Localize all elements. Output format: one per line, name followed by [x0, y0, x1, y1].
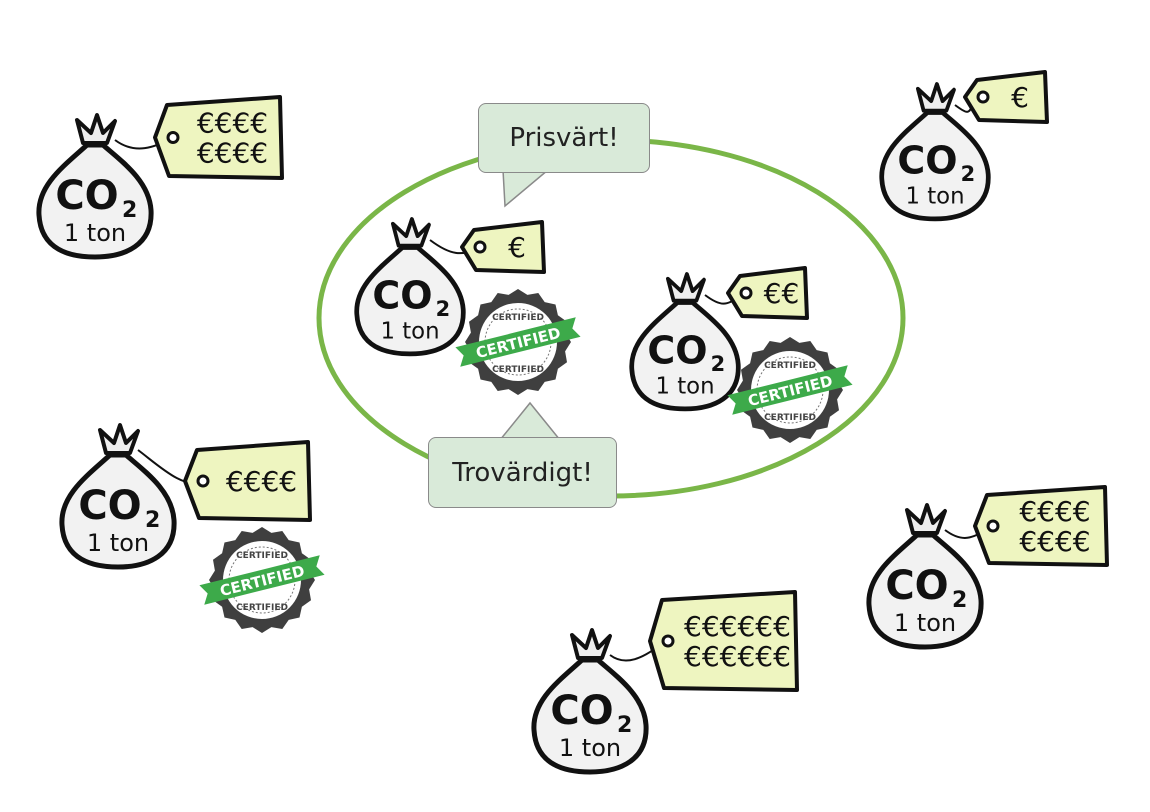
price-text: € — [1011, 81, 1029, 114]
tag-hole — [196, 474, 210, 488]
price-tag — [726, 266, 809, 320]
price-text: € — [508, 231, 526, 264]
price-text: €€€€ — [197, 137, 268, 170]
price-tag — [973, 485, 1109, 567]
bag-subscript: 2 — [961, 162, 976, 186]
price-text: €€€€ — [1019, 495, 1090, 528]
bag-knot — [570, 628, 612, 660]
speech-bubble-trustworthy: Trovärdigt! — [428, 437, 617, 508]
bubble-bottom-tail — [498, 401, 562, 441]
bag-molecule: CO — [78, 483, 141, 529]
price-text: €€ — [764, 277, 800, 310]
bubble-text: Trovärdigt! — [452, 457, 593, 488]
svg-text:CERTIFIED: CERTIFIED — [492, 313, 544, 323]
price-tag — [963, 70, 1049, 124]
tag-hole — [976, 90, 990, 104]
tag-hole — [166, 131, 180, 144]
speech-bubble-affordable: Prisvärt! — [478, 103, 650, 173]
bag-amount: 1 ton — [905, 184, 964, 210]
svg-text:CERTIFIED: CERTIFIED — [236, 551, 288, 561]
bag-molecule: CO — [897, 138, 957, 182]
svg-text:CERTIFIED: CERTIFIED — [492, 365, 544, 375]
price-text: €€€€ — [1019, 525, 1090, 558]
bag-knot — [915, 82, 956, 113]
bag-amount: 1 ton — [559, 734, 621, 762]
bag-molecule: CO — [647, 328, 707, 372]
tag-hole — [986, 519, 1000, 533]
bag-molecule: CO — [550, 688, 613, 734]
bag-knot — [98, 423, 140, 455]
tag-hole — [661, 634, 675, 648]
svg-text:CERTIFIED: CERTIFIED — [764, 413, 816, 423]
price-tag — [460, 220, 546, 274]
bag-knot — [75, 113, 117, 145]
price-tag — [648, 590, 799, 692]
bag-knot — [665, 272, 706, 303]
bag-amount: 1 ton — [894, 609, 956, 637]
bag-knot — [905, 503, 947, 535]
bag-molecule: CO — [55, 173, 118, 219]
bag-subscript: 2 — [711, 352, 726, 376]
bag-subscript: 2 — [617, 713, 632, 738]
price-text: €€€€€€ — [684, 610, 791, 643]
price-text: €€€€ — [197, 107, 268, 140]
price-text: €€€€€€ — [684, 640, 791, 673]
bag-subscript: 2 — [952, 588, 967, 613]
svg-text:CERTIFIED: CERTIFIED — [764, 361, 816, 371]
tag-hole — [473, 240, 487, 254]
price-tag — [153, 95, 284, 180]
bag-amount: 1 ton — [655, 374, 714, 400]
bag-amount: 1 ton — [64, 219, 126, 247]
price-text: €€€€ — [226, 465, 297, 498]
bag-subscript: 2 — [436, 297, 451, 321]
bag-amount: 1 ton — [87, 529, 149, 557]
svg-text:CERTIFIED: CERTIFIED — [236, 603, 288, 613]
bag-subscript: 2 — [145, 508, 160, 533]
bag-molecule: CO — [372, 273, 432, 317]
bag-amount: 1 ton — [380, 319, 439, 345]
bag-knot — [390, 217, 431, 248]
bubble-top-tail — [502, 169, 551, 208]
tag-hole — [739, 286, 753, 300]
bag-molecule: CO — [885, 563, 948, 609]
price-tag — [183, 440, 312, 522]
bag-subscript: 2 — [122, 198, 137, 223]
bubble-text: Prisvärt! — [509, 123, 619, 153]
